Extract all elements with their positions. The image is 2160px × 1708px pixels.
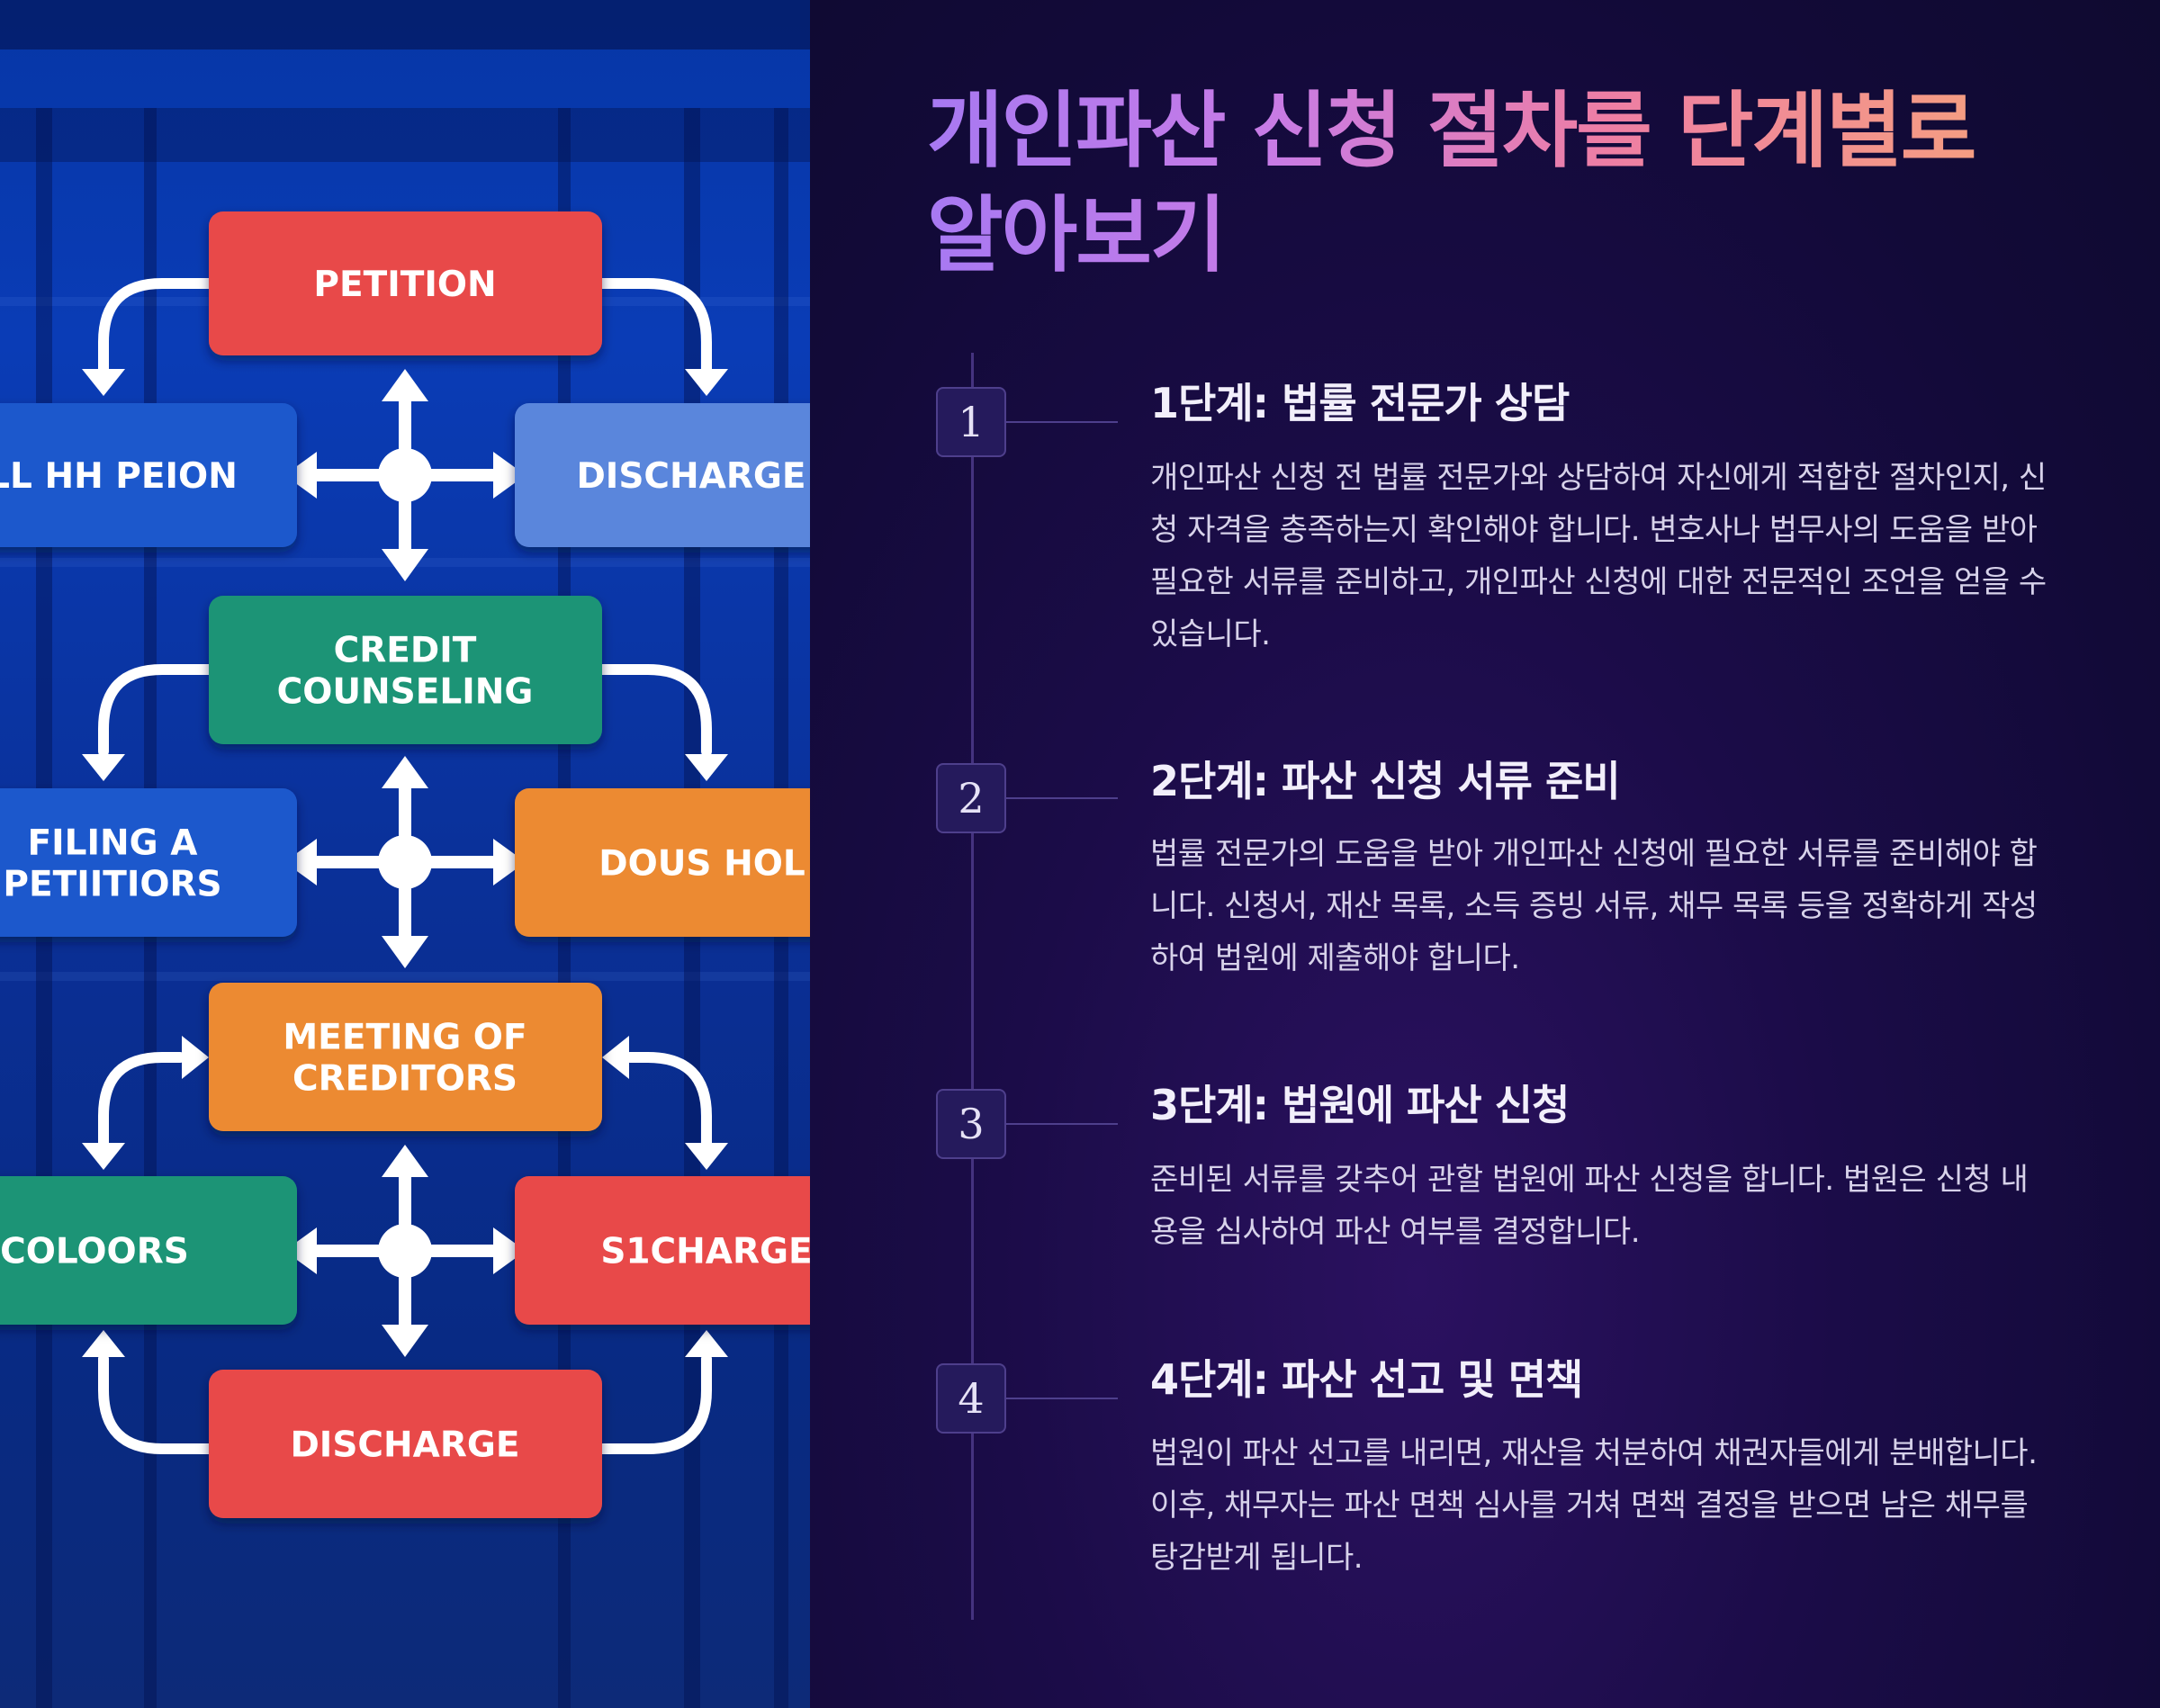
step-description: 법률 전문가의 도움을 받아 개인파산 신청에 필요한 서류를 준비해야 합니다… xyxy=(1150,836,2038,976)
flow-box-label: MEETING OF xyxy=(283,1018,526,1058)
flow-box-label: COUNSELING xyxy=(277,672,534,713)
flow-box-label: CREDIT xyxy=(334,631,477,671)
step-connector xyxy=(1006,797,1118,799)
four-way-arrow-icon xyxy=(284,369,526,581)
flow-box-discharge-bottom: DISCHARGE xyxy=(209,1370,602,1518)
arrow-head xyxy=(602,1036,629,1079)
step-number-badge: 3 xyxy=(936,1089,1006,1159)
curved-arrow xyxy=(98,278,214,374)
flow-box-discharge-right: DISCHARGE xyxy=(515,403,810,547)
flow-box-s1charge: S1CHARGE xyxy=(515,1176,810,1325)
curved-arrow xyxy=(98,1353,214,1454)
flow-box-label: S1CHARGE xyxy=(600,1232,810,1272)
step-description: 준비된 서류를 갖추어 관할 법원에 파산 신청을 합니다. 법원은 신청 내용… xyxy=(1150,1162,2029,1250)
curved-arrow xyxy=(98,1052,185,1148)
flow-box-label: FILING A xyxy=(28,823,198,864)
four-way-arrow-icon xyxy=(284,756,526,968)
arrow-head xyxy=(685,754,728,781)
flow-box-label: PETIITIORS xyxy=(3,865,221,905)
step-number-badge: 1 xyxy=(936,387,1006,457)
curved-arrow xyxy=(597,664,712,757)
arrow-head xyxy=(82,1143,125,1170)
flow-box-label: PETITION xyxy=(313,265,496,305)
step-connector xyxy=(1006,1398,1118,1399)
step-connector xyxy=(1006,1123,1118,1125)
step-description: 법원이 파산 선고를 내리면, 재산을 처분하여 채권자들에게 분배합니다. 이… xyxy=(1150,1435,2038,1576)
flow-box-coloors: COLOORS xyxy=(0,1176,297,1325)
arrow-head xyxy=(82,754,125,781)
four-way-arrow-icon xyxy=(284,1145,526,1357)
flow-box-label: DISCHARGE xyxy=(290,1425,519,1466)
flow-box-label: DOUS HOL xyxy=(598,844,806,885)
curved-arrow xyxy=(625,1052,712,1148)
flowchart-svg: PETITION LL HH PEION DISCHARGE CREDITCOUNSE… xyxy=(0,211,810,1518)
arrow-head xyxy=(685,369,728,396)
step-description: 개인파산 신청 전 법률 전문가와 상담하여 자신에게 적합한 절차인지, 신청… xyxy=(1150,460,2047,652)
flow-box-label: CREDITORS xyxy=(292,1059,518,1100)
flow-box-left1: LL HH PEION xyxy=(0,403,297,547)
step-title: 2단계: 파산 신청 서류 준비 xyxy=(1150,757,1621,805)
curved-arrow xyxy=(597,278,712,374)
timeline-line xyxy=(971,353,974,1620)
step-number-badge: 2 xyxy=(936,763,1006,833)
page-title: 개인파산 신청 절차를 단계별로 알아보기 xyxy=(927,79,2061,288)
flow-box-dous-hol: DOUS HOL xyxy=(515,788,810,937)
arrow-head xyxy=(685,1330,728,1357)
step-number-badge: 4 xyxy=(936,1363,1006,1434)
flow-box-label: COLOORS xyxy=(0,1232,189,1272)
arrow-head xyxy=(82,1330,125,1357)
step-title: 1단계: 법률 전문가 상담 xyxy=(1150,379,1570,427)
step-title: 3단계: 법원에 파산 신청 xyxy=(1150,1081,1570,1129)
content-panel: 개인파산 신청 절차를 단계별로 알아보기 1 1단계: 법률 전문가 상담 개… xyxy=(810,0,2160,1708)
arrow-head xyxy=(82,369,125,396)
flow-box-label: LL HH PEION xyxy=(0,456,238,497)
arrow-head xyxy=(182,1036,209,1079)
flow-box-petition: PETITION xyxy=(209,211,602,355)
step-title: 4단계: 파산 선고 및 면책 xyxy=(1150,1355,1583,1404)
curved-arrow xyxy=(597,1353,712,1454)
step-connector xyxy=(1006,421,1118,423)
flow-box-label: DISCHARGE xyxy=(576,456,806,497)
curved-arrow xyxy=(98,664,214,757)
arrow-head xyxy=(685,1143,728,1170)
